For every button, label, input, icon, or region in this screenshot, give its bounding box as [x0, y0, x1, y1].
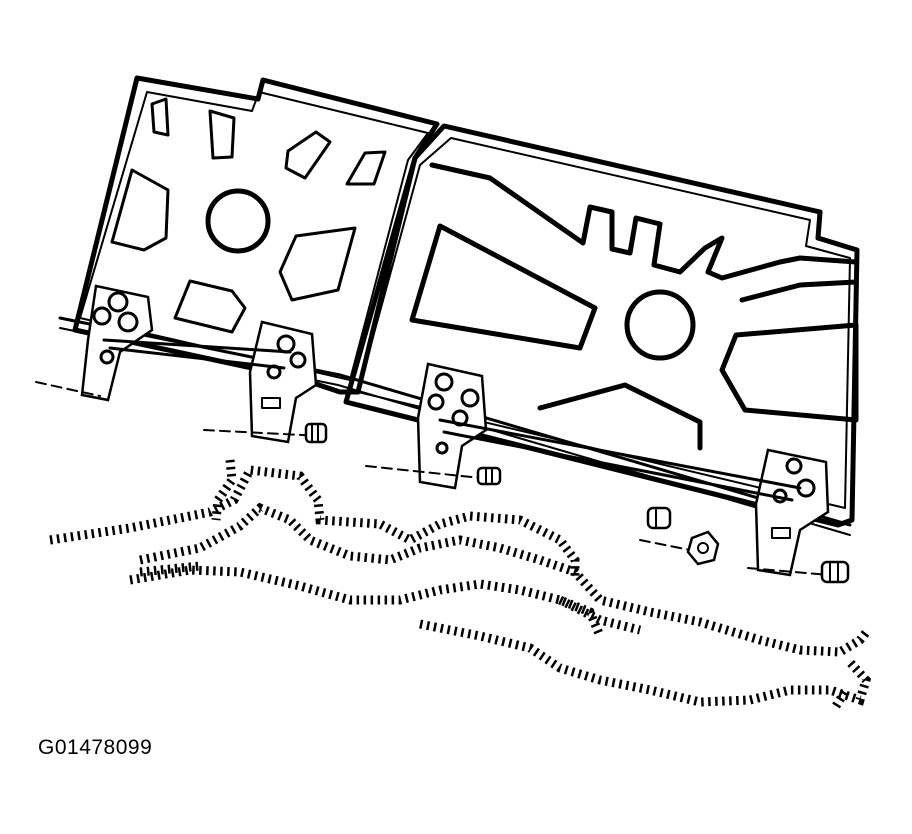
- panel-cutout: [345, 150, 387, 186]
- bolt-centerline: [203, 429, 323, 437]
- bolt: [476, 466, 502, 486]
- hinge-bracket-2: [248, 320, 318, 444]
- linkage-rod: [102, 338, 292, 354]
- mounting-rail: [58, 316, 852, 527]
- panel-cutout: [409, 223, 598, 351]
- bolt: [820, 560, 850, 584]
- panel-cutout: [537, 382, 703, 451]
- floor-pan-phantom: [49, 459, 872, 709]
- bolt: [646, 506, 672, 530]
- right-seat-back-panel: [343, 123, 860, 528]
- hinge-bracket-4: [754, 448, 830, 577]
- panel-cutout: [110, 168, 170, 252]
- panel-cutout: [429, 162, 859, 281]
- bolt: [304, 422, 328, 444]
- hinge-bracket-1: [80, 284, 154, 402]
- panel-cutout: [208, 109, 236, 160]
- panel-round-hole: [205, 188, 271, 254]
- mounting-rail: [59, 327, 851, 536]
- panel-cutout: [278, 226, 357, 302]
- panel-cutout: [173, 279, 247, 334]
- linkage-rod: [108, 346, 286, 370]
- nut: [686, 530, 720, 566]
- bolt-centerline: [35, 381, 101, 397]
- panel-cutout: [719, 322, 859, 423]
- panel-cutout: [150, 97, 170, 137]
- figure-id-label: G01478099: [38, 736, 153, 759]
- linkage-rod: [442, 430, 794, 502]
- linkage-rod: [438, 418, 802, 490]
- panel-cutout: [739, 279, 859, 303]
- panel-cutout: [284, 130, 332, 180]
- panel-round-hole: [624, 289, 696, 361]
- bolt-centerline: [747, 567, 841, 577]
